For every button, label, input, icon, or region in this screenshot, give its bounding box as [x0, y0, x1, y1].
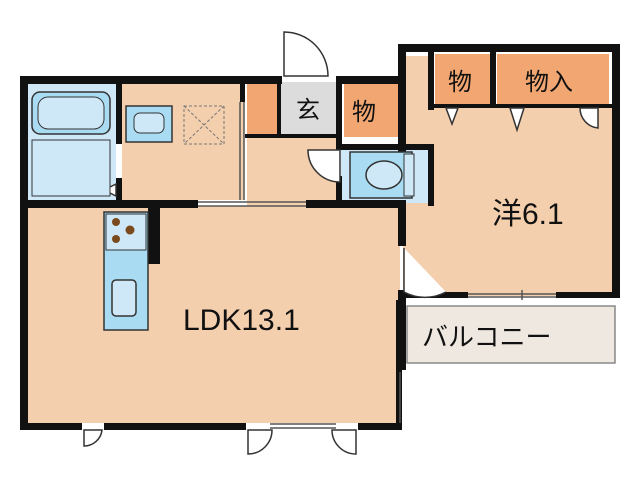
hall-strip — [403, 56, 429, 108]
sliding-doors — [198, 102, 556, 429]
kitchen-sink — [111, 279, 137, 317]
washing-machine-space — [183, 105, 225, 145]
storage-large-box — [497, 54, 609, 104]
storage-small-box — [344, 82, 400, 137]
western-room-label: 洋6.1 — [492, 198, 564, 231]
door-swings — [83, 31, 599, 455]
storage-right-box — [435, 54, 490, 104]
storage-entrance-label: 物 — [352, 99, 376, 126]
balcony-floor — [406, 305, 616, 364]
storage-small-label: 物 — [448, 69, 472, 96]
entrance-label: 玄 — [296, 97, 320, 124]
burner-icon — [125, 225, 135, 235]
balcony-label: バルコニー — [422, 322, 551, 352]
entrance-floor — [281, 82, 340, 137]
burner-icon — [112, 235, 120, 243]
storage-large-label: 物入 — [525, 69, 573, 96]
bath-area — [31, 139, 111, 197]
storage-entrance-box — [247, 82, 277, 137]
burner-icon — [112, 218, 120, 226]
ldk-label: LDK13.1 — [183, 304, 300, 337]
western-room-floor — [403, 108, 614, 296]
